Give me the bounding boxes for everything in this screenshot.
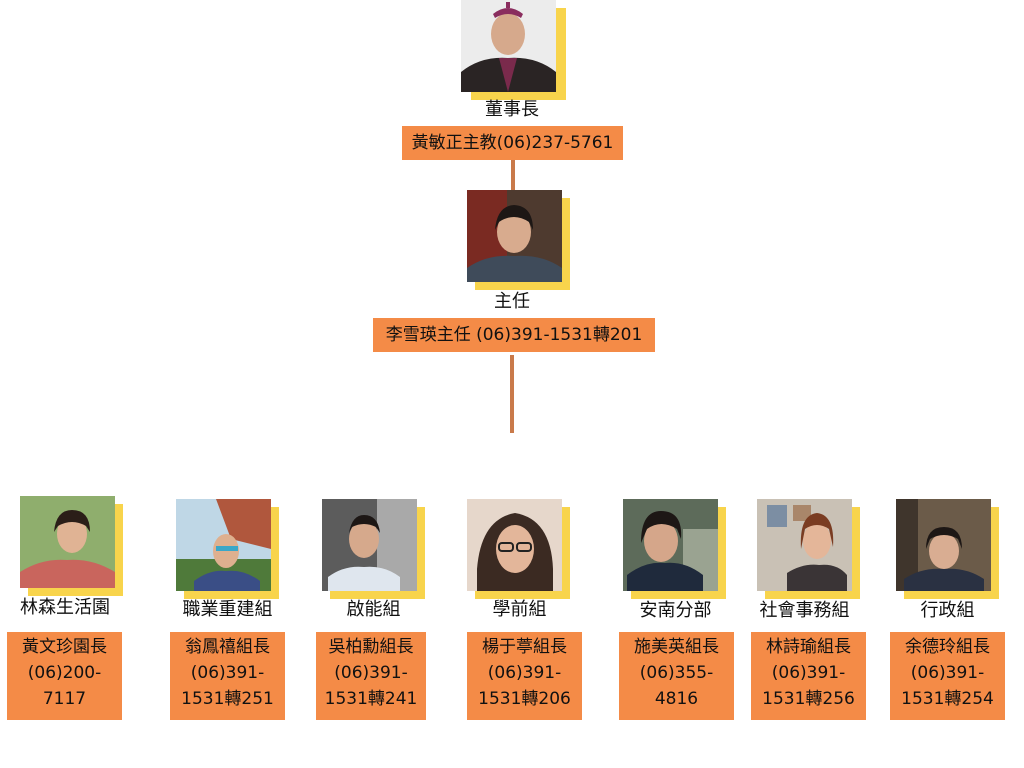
unit-leader: 林詩瑜組長 bbox=[766, 637, 851, 657]
unit-portrait bbox=[20, 496, 123, 596]
chair-role: 董事長 bbox=[485, 99, 539, 120]
unit-phone: (06)391- bbox=[910, 663, 985, 683]
unit-name-box: 施美英組長 (06)355- 4816 bbox=[619, 632, 734, 720]
unit-leader: 施美英組長 bbox=[634, 637, 719, 657]
unit-role: 職業重建組 bbox=[182, 599, 273, 620]
unit-photo-icon bbox=[757, 499, 852, 591]
unit-photo-icon bbox=[467, 499, 562, 591]
director-name-box: 李雪瑛主任 (06)391-1531轉201 bbox=[373, 318, 655, 352]
connector-director-units bbox=[510, 355, 514, 433]
unit-phone-ext: 1531轉206 bbox=[478, 689, 571, 709]
unit-leader: 翁鳳禧組長 bbox=[185, 637, 270, 657]
director-portrait bbox=[467, 190, 570, 290]
connector-chair-director bbox=[511, 160, 515, 190]
unit-portrait bbox=[176, 499, 279, 599]
unit-phone: (06)391- bbox=[771, 663, 846, 683]
unit-portrait bbox=[757, 499, 860, 599]
unit-role: 啟能組 bbox=[346, 599, 401, 620]
unit-name-box: 吳柏勳組長 (06)391- 1531轉241 bbox=[316, 632, 426, 720]
unit-portrait bbox=[623, 499, 726, 599]
unit-phone-ext: 1531轉241 bbox=[324, 689, 418, 709]
unit-phone-ext: 1531轉256 bbox=[762, 689, 855, 709]
chair-portrait bbox=[461, 0, 566, 100]
unit-phone: (06)200- bbox=[27, 663, 102, 683]
chair-name-box: 黃敏正主教(06)237-5761 bbox=[402, 126, 623, 160]
unit-phone-ext: 7117 bbox=[42, 689, 87, 709]
unit-portrait bbox=[896, 499, 999, 599]
unit-name-box: 楊于葶組長 (06)391- 1531轉206 bbox=[467, 632, 582, 720]
unit-portrait bbox=[322, 499, 425, 599]
unit-phone: (06)355- bbox=[639, 663, 714, 683]
unit-leader: 楊于葶組長 bbox=[482, 637, 567, 657]
chair-photo-icon bbox=[461, 0, 556, 92]
unit-phone: (06)391- bbox=[190, 663, 265, 683]
unit-photo-icon bbox=[176, 499, 271, 591]
unit-name-box: 余德玲組長 (06)391- 1531轉254 bbox=[890, 632, 1005, 720]
unit-phone: (06)391- bbox=[334, 663, 408, 683]
unit-phone-ext: 4816 bbox=[654, 689, 699, 709]
unit-role: 行政組 bbox=[920, 600, 975, 621]
unit-photo-icon bbox=[20, 496, 115, 588]
unit-role: 學前組 bbox=[492, 599, 547, 620]
unit-role: 社會事務組 bbox=[759, 600, 850, 621]
unit-photo-icon bbox=[623, 499, 718, 591]
unit-role: 林森生活園 bbox=[20, 597, 110, 618]
unit-leader: 余德玲組長 bbox=[905, 637, 990, 657]
director-photo-icon bbox=[467, 190, 562, 282]
unit-leader: 黃文珍園長 bbox=[22, 637, 107, 657]
unit-phone-ext: 1531轉251 bbox=[181, 689, 274, 709]
unit-phone-ext: 1531轉254 bbox=[901, 689, 994, 709]
unit-portrait bbox=[467, 499, 570, 599]
unit-phone: (06)391- bbox=[487, 663, 562, 683]
unit-name-box: 黃文珍園長 (06)200- 7117 bbox=[7, 632, 122, 720]
unit-name-box: 林詩瑜組長 (06)391- 1531轉256 bbox=[751, 632, 866, 720]
director-role: 主任 bbox=[494, 291, 530, 312]
unit-name-box: 翁鳳禧組長 (06)391- 1531轉251 bbox=[170, 632, 285, 720]
unit-photo-icon bbox=[896, 499, 991, 591]
unit-role: 安南分部 bbox=[639, 600, 712, 621]
unit-leader: 吳柏勳組長 bbox=[328, 637, 414, 657]
unit-photo-icon bbox=[322, 499, 417, 591]
